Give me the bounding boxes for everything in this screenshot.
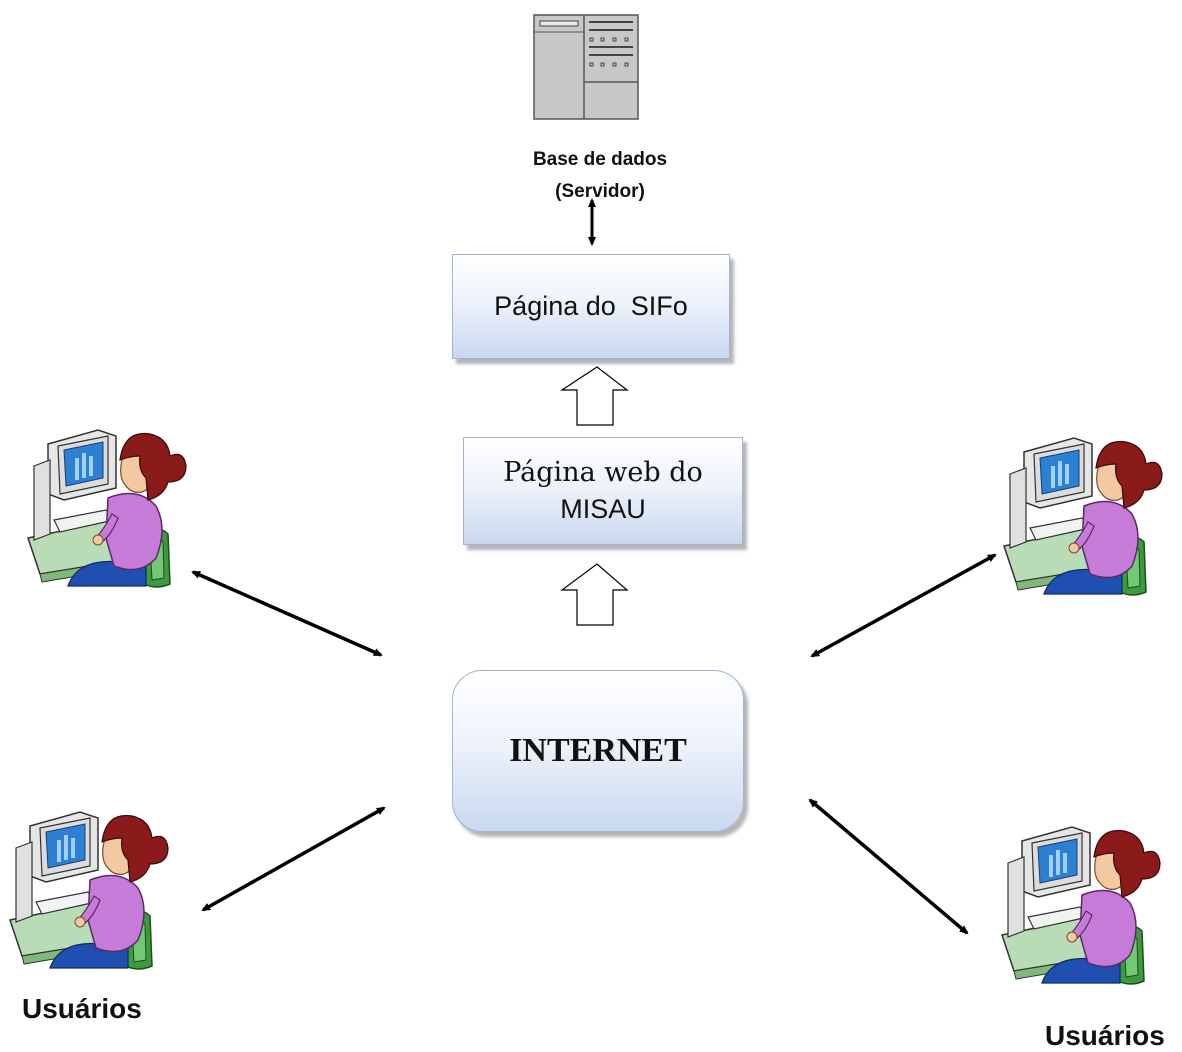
- misau-page-label-line2: MISAU: [560, 494, 646, 524]
- misau-to-sifo-arrow: [559, 366, 629, 426]
- users-left-label: Usuários: [22, 993, 142, 1024]
- sifo-page-box: Página do SIFo: [452, 254, 730, 359]
- internet-box: INTERNET: [452, 670, 744, 832]
- user-top-right-icon: [1003, 437, 1163, 596]
- server-label-line1: Base de dados: [532, 149, 668, 170]
- sifo-page-label: Página do SIFo: [494, 291, 688, 321]
- misau-page-box: Página web do MISAU: [463, 437, 743, 545]
- user-bottom-left-icon: [9, 811, 169, 970]
- server-label-line2: (Servidor): [555, 181, 645, 202]
- user-top-right-arrow: [810, 553, 997, 658]
- internet-label: INTERNET: [509, 732, 687, 769]
- internet-to-misau-arrow: [560, 563, 629, 626]
- user-bottom-right-arrow: [808, 798, 969, 935]
- user-bottom-right-icon: [1001, 826, 1161, 985]
- server-label: Base de dados (Servidor): [470, 144, 730, 208]
- user-top-left-icon: [27, 429, 187, 588]
- user-bottom-left-arrow: [201, 806, 386, 912]
- server-icon: [533, 14, 639, 120]
- users-right-label: Usuários: [1045, 1020, 1165, 1051]
- user-top-left-arrow: [191, 570, 383, 657]
- misau-page-label-line1: Página web do: [503, 456, 703, 488]
